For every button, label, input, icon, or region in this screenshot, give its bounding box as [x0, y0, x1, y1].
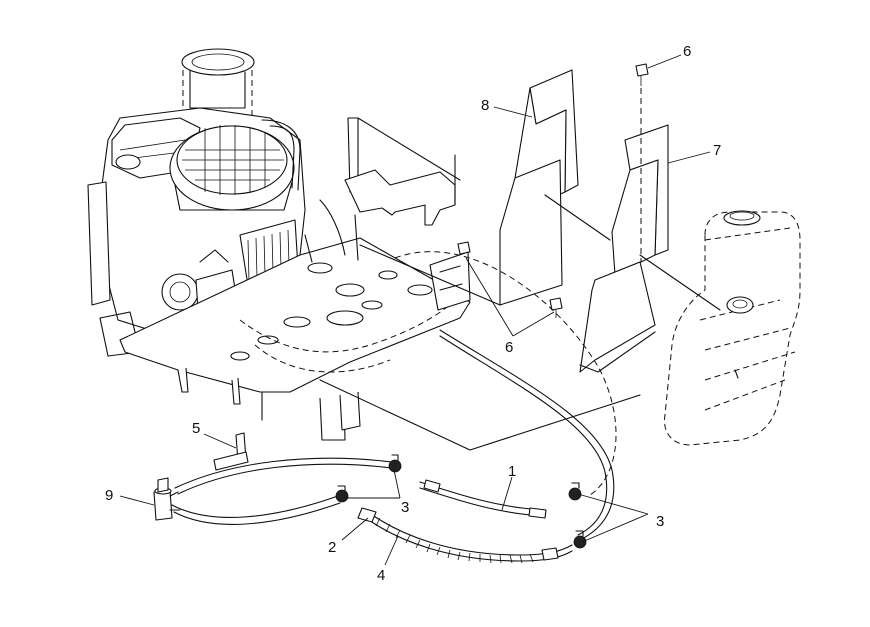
- side-bracket: [429, 251, 471, 311]
- fuel-hose-spiral-4: [357, 507, 573, 564]
- bolt-upper: [635, 63, 649, 262]
- bolt-lower-right: [549, 297, 563, 318]
- base-plate: [119, 117, 471, 441]
- bracket-5: [213, 432, 249, 471]
- hose-clamp-d: [573, 530, 587, 549]
- fuel-hose-1: [174, 457, 547, 519]
- callout-3-right: 3: [656, 513, 664, 530]
- callout-6-top: 6: [683, 43, 691, 60]
- fuel-tank: [663, 210, 801, 446]
- callout-6-bottom: 6: [505, 339, 513, 356]
- callout-4: 4: [377, 567, 385, 584]
- hose-clamp-a: [388, 454, 402, 473]
- callout-3-left: 3: [401, 499, 409, 516]
- callout-9: 9: [105, 487, 113, 504]
- heat-shield-7: [579, 124, 721, 373]
- heat-shield-8: [499, 69, 611, 306]
- hose-clamp-c: [568, 482, 582, 501]
- callout-8: 8: [481, 97, 489, 114]
- callout-5: 5: [192, 420, 200, 437]
- callout-1: 1: [508, 463, 516, 480]
- leader-lines: [119, 54, 711, 566]
- fuel-hose-return: [171, 251, 617, 541]
- fuel-filter-9: [153, 477, 181, 521]
- guide-line: [319, 379, 641, 451]
- callout-2: 2: [328, 539, 336, 556]
- callout-7: 7: [713, 142, 721, 159]
- hose-clamp-b: [335, 485, 349, 503]
